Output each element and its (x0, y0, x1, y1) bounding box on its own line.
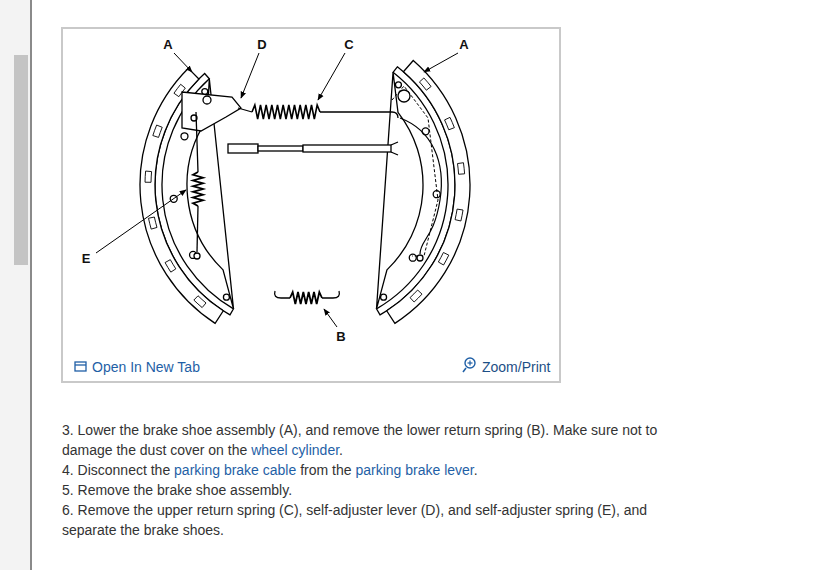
callout-letter: C (344, 38, 353, 51)
step-paragraph: 4. Disconnect theparking brake cablefrom… (62, 460, 667, 480)
spring-wire (196, 112, 198, 172)
lining-slot (445, 117, 455, 129)
lining-slot (458, 163, 465, 175)
shoe-end-hole (381, 294, 387, 300)
step-paragraph: 5. Remove the brake shoe assembly. (62, 480, 667, 500)
text-link: parking brake lever (355, 462, 473, 478)
callout-letter: B (336, 330, 345, 343)
leader-line (318, 53, 345, 100)
text-link: wheel cylinder (251, 442, 339, 458)
lever-hole (203, 96, 211, 104)
leader-line (324, 309, 337, 327)
lining-slot (165, 260, 176, 272)
self-adjuster-spring (193, 172, 203, 206)
zoom-icon (469, 361, 470, 366)
leader-line (424, 53, 458, 72)
shoe-web (377, 72, 424, 309)
lining-slot (153, 125, 162, 137)
shoe-end-hole (223, 294, 229, 300)
step-text: . (474, 462, 478, 478)
web-hole (194, 253, 200, 259)
lining-slot (455, 209, 463, 221)
divider-line (30, 0, 32, 570)
procedure-steps: 3. Lower the brake shoe assembly (A), an… (62, 420, 667, 540)
web-hole (409, 254, 416, 261)
lining-slot (419, 78, 431, 90)
leader-line (241, 53, 259, 98)
lining-slot (145, 171, 152, 182)
zoom-icon (465, 358, 475, 368)
lower-return-spring (290, 292, 322, 304)
step-text: 5. Remove the brake shoe assembly. (62, 482, 292, 498)
callout-letter: A (459, 38, 468, 51)
shoe-end-hole (395, 82, 401, 88)
adjuster-strut (228, 144, 258, 153)
zoom-icon (463, 368, 466, 372)
step-text: . (339, 442, 343, 458)
figure-frame (62, 28, 560, 382)
open-tab-link: Open In New Tab (92, 358, 200, 376)
step-text: 6. Remove the upper return spring (C), s… (62, 502, 647, 538)
text-link: parking brake cable (174, 462, 296, 478)
brake-lining (387, 60, 470, 323)
callout-letter: E (82, 252, 91, 265)
leader-line (174, 53, 192, 72)
spring-hook (275, 291, 340, 298)
open-tab-icon (75, 362, 86, 371)
upper-return-spring (252, 105, 320, 119)
brake-illustration (96, 53, 470, 327)
adjuster-strut (258, 146, 303, 151)
lining-slot (438, 253, 448, 265)
lining-slot (410, 290, 422, 302)
spring-hook (238, 108, 398, 118)
step-paragraph: 6. Remove the upper return spring (C), s… (62, 500, 667, 540)
step-paragraph: 3. Lower the brake shoe assembly (A), an… (62, 420, 667, 460)
callout-letter: D (257, 38, 266, 51)
leader-line (96, 190, 186, 253)
web-hole (181, 133, 188, 140)
strut-fork (391, 142, 398, 155)
step-text: 4. Disconnect the (62, 462, 170, 478)
zoom-print-link: Zoom/Print (482, 358, 550, 376)
adjuster-strut (303, 145, 391, 152)
lining-slot (149, 217, 157, 229)
sidebar (0, 0, 30, 570)
step-text: from the (300, 462, 351, 478)
spring-wire (197, 206, 198, 252)
lining-slot (194, 296, 206, 308)
lever-pivot (398, 90, 410, 102)
scroll-thumb (14, 55, 28, 265)
lever-hole (417, 255, 423, 261)
open-tab-icon (75, 364, 86, 365)
step-text: 3. Lower the brake shoe assembly (A), an… (62, 422, 657, 458)
callout-letter: A (163, 38, 172, 51)
lever-edge (400, 118, 441, 254)
self-adjuster-lever (182, 92, 241, 131)
